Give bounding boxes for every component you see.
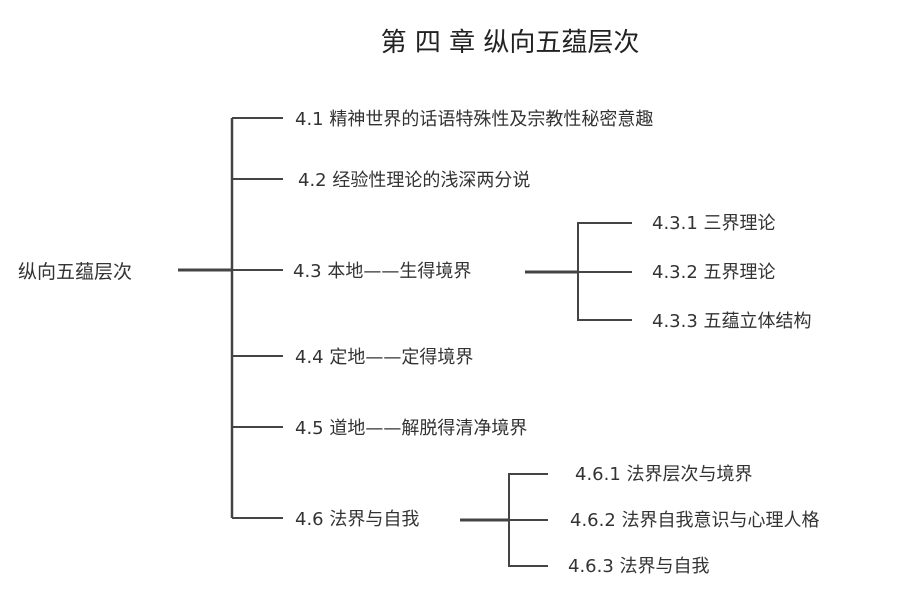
node-4-5[interactable]: 4.5 道地——解脱得清净境界 bbox=[295, 418, 528, 439]
node-4-3-2[interactable]: 4.3.2 五界理论 bbox=[652, 262, 776, 283]
node-4-1[interactable]: 4.1 精神世界的话语特殊性及宗教性秘密意趣 bbox=[295, 109, 654, 130]
node-4-3-3[interactable]: 4.3.3 五蕴立体结构 bbox=[652, 311, 812, 332]
node-4-2[interactable]: 4.2 经验性理论的浅深两分说 bbox=[298, 170, 531, 191]
node-4-4[interactable]: 4.4 定地——定得境界 bbox=[295, 347, 474, 368]
node-4-6-2[interactable]: 4.6.2 法界自我意识与心理人格 bbox=[570, 510, 820, 531]
page-title: 第 四 章 纵向五蕴层次 bbox=[380, 28, 640, 58]
node-4-3-1[interactable]: 4.3.1 三界理论 bbox=[652, 213, 776, 234]
node-4-6[interactable]: 4.6 法界与自我 bbox=[295, 509, 420, 530]
node-4-6-1[interactable]: 4.6.1 法界层次与境界 bbox=[575, 464, 753, 485]
node-4-6-3[interactable]: 4.6.3 法界与自我 bbox=[568, 556, 710, 577]
node-4-3[interactable]: 4.3 本地——生得境界 bbox=[293, 261, 472, 282]
root-node[interactable]: 纵向五蕴层次 bbox=[18, 261, 133, 283]
